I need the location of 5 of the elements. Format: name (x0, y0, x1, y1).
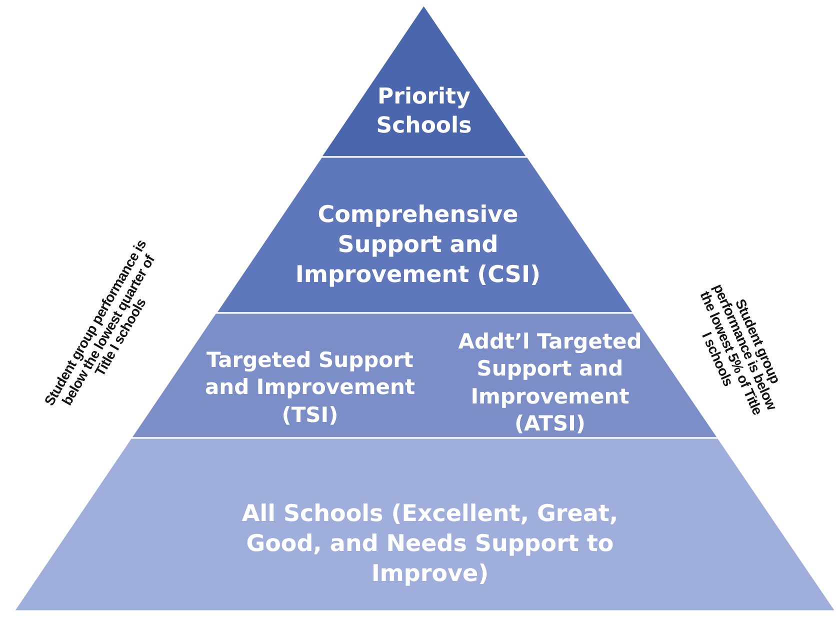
tier-label: Targeted Support and Improvement (TSI) (204, 347, 416, 429)
tier-label: Comprehensive Support and Improvement (CSI) (294, 201, 542, 290)
tier-label: Addt’l Targeted Support and Improvement (ATSI) (457, 328, 643, 438)
tier-label: Priority Schools (375, 83, 473, 140)
tier-label: All Schools (Excellent, Great, Good, and Needs Support to Improve) (240, 500, 620, 589)
